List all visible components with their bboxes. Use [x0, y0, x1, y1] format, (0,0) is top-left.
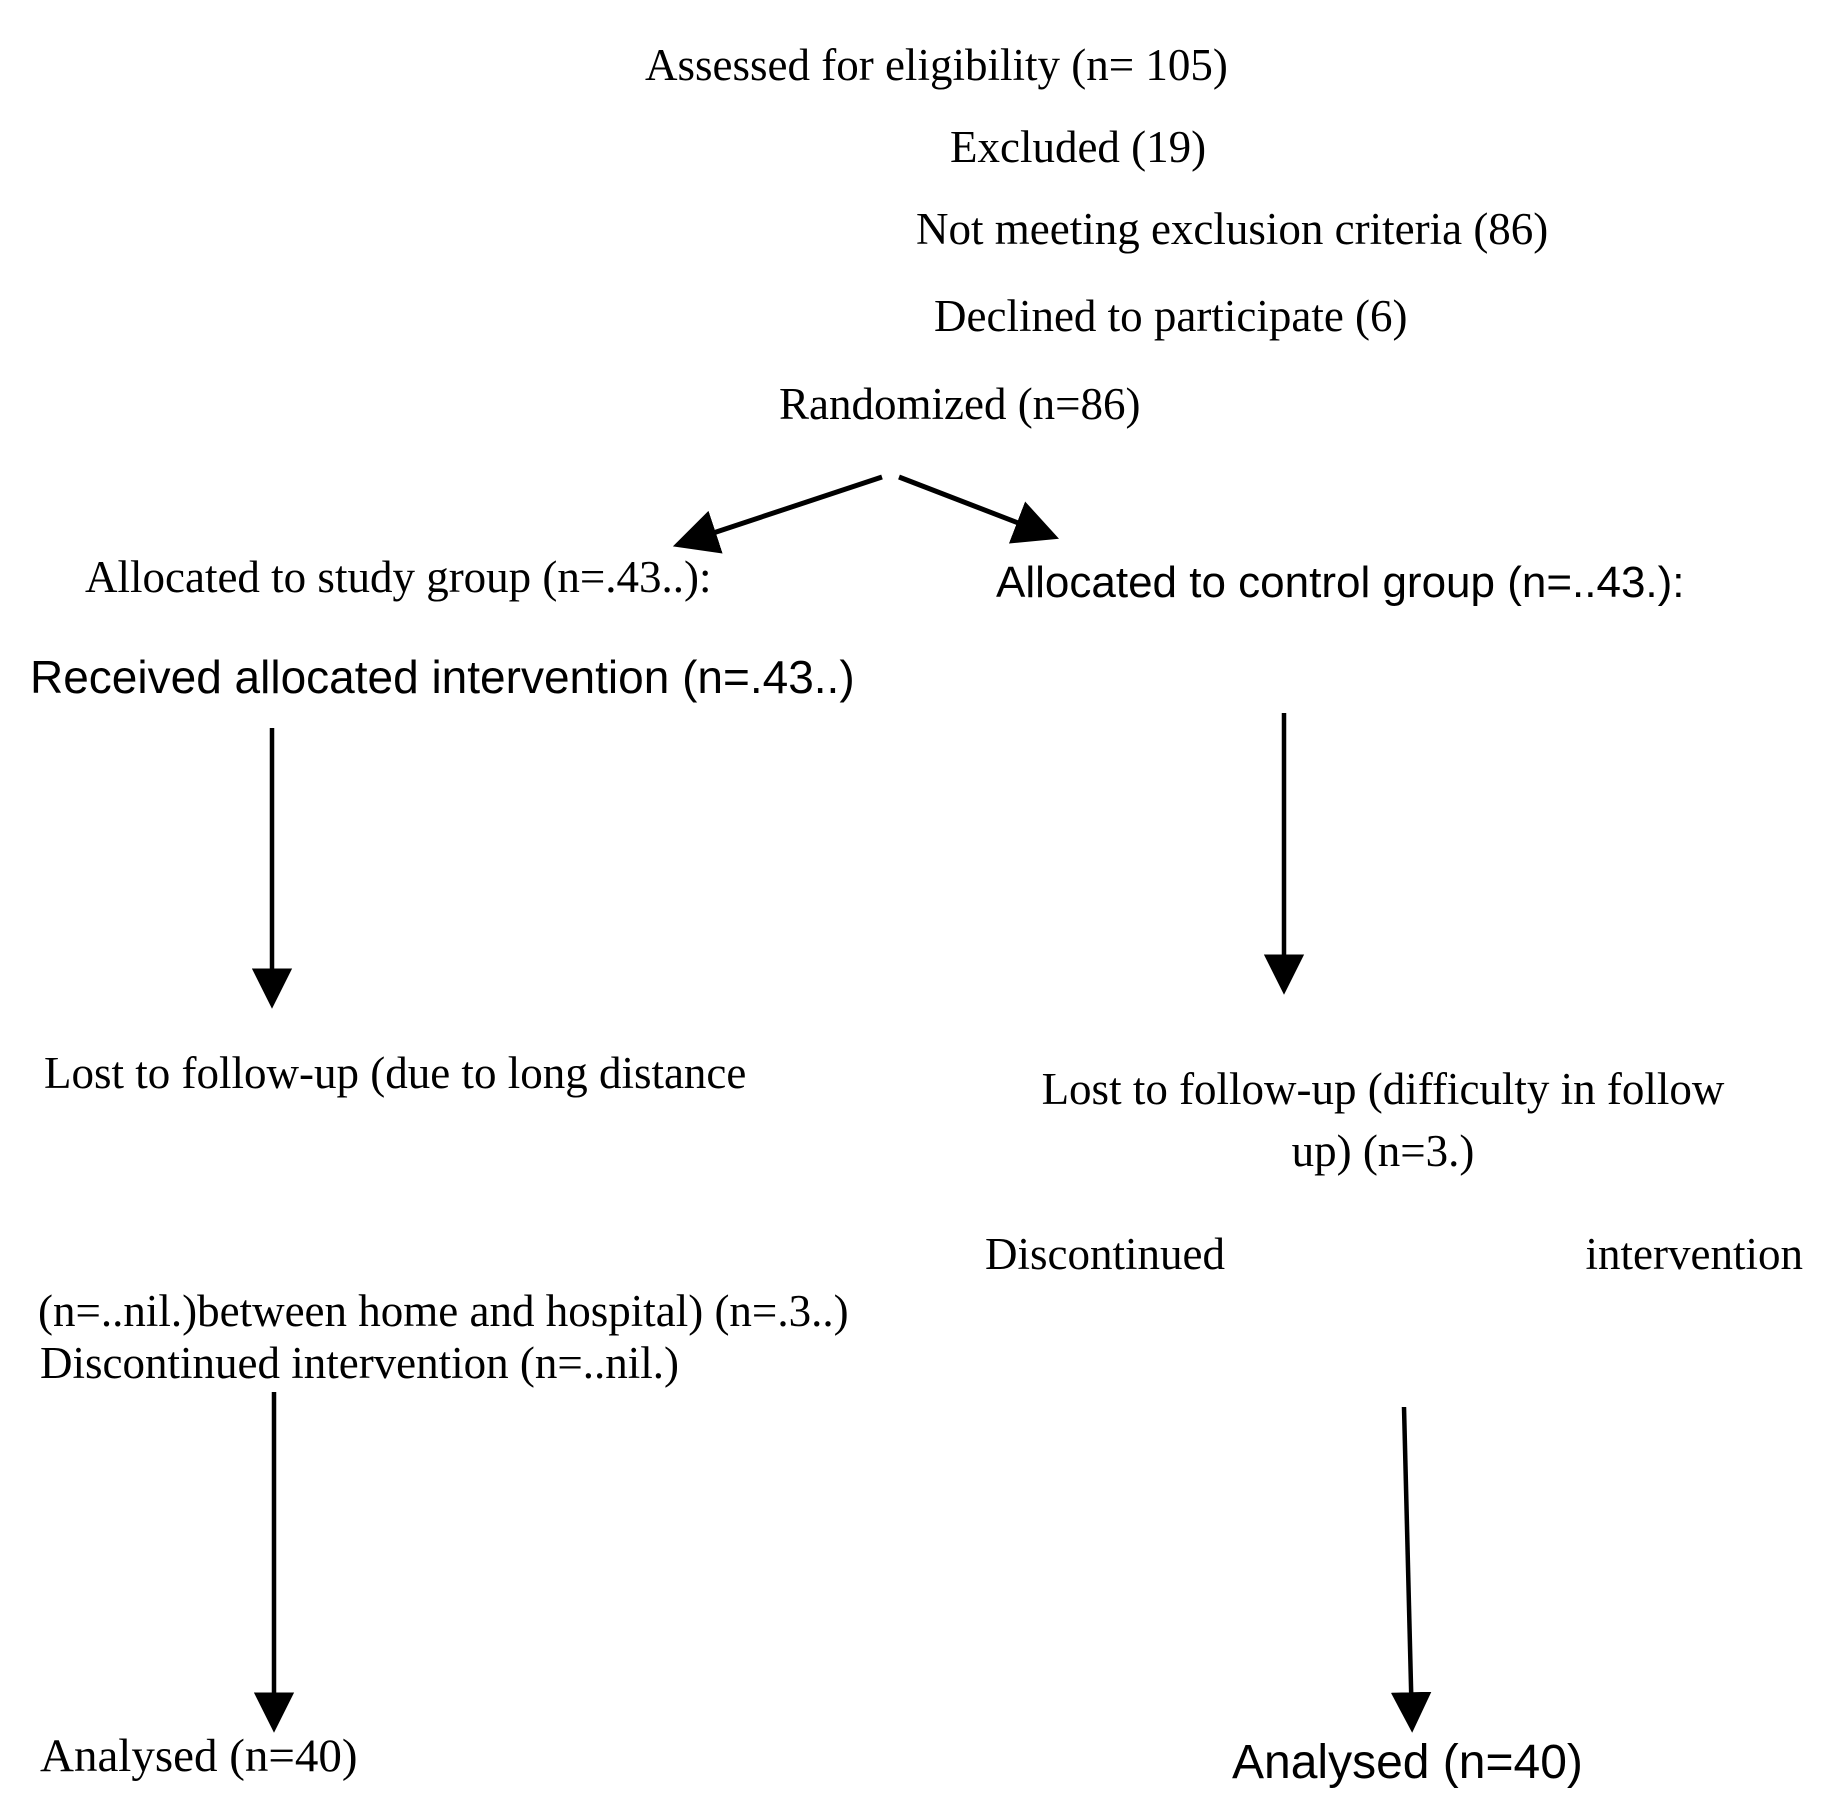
control-discontinued-label: Discontinued intervention [985, 1228, 1803, 1280]
assessed-eligibility-label: Assessed for eligibility (n= 105) [645, 40, 1228, 90]
received-intervention-label: Received allocated intervention (n=.43..… [30, 651, 855, 703]
control-lost-followup-line1: Lost to follow-up (difficulty in follow [1041, 1064, 1725, 1114]
study-lost-followup-label: Lost to follow-up (due to long distance [44, 1048, 747, 1098]
control-discontinued-word1: Discontinued [985, 1229, 1225, 1279]
study-discontinued-label: Discontinued intervention (n=..nil.) [40, 1338, 680, 1388]
excluded-label: Excluded (19) [950, 122, 1207, 172]
study-lost-followup-continuation-label: (n=..nil.)between home and hospital) (n=… [38, 1286, 849, 1336]
study-analysed-label: Analysed (n=40) [40, 1730, 358, 1782]
declined-participate-label: Declined to participate (6) [934, 291, 1408, 341]
allocated-control-group-label: Allocated to control group (n=..43.): [996, 558, 1685, 607]
control-analysed-label: Analysed (n=40) [1232, 1736, 1583, 1789]
control-lost-followup-label: Lost to follow-up (difficulty in follow … [1000, 1058, 1766, 1182]
control-analysis-arrow [1390, 1406, 1432, 1733]
randomized-to-study-arrow [672, 474, 883, 554]
control-lost-followup-line2: up) (n=3.) [1291, 1126, 1475, 1177]
allocated-study-group-label: Allocated to study group (n=.43..): [85, 552, 712, 602]
randomized-label: Randomized (n=86) [779, 379, 1141, 429]
not-meeting-criteria-label: Not meeting exclusion criteria (86) [916, 204, 1549, 254]
randomized-to-control-arrow [898, 474, 1059, 544]
control-discontinued-word2: intervention [1585, 1229, 1803, 1279]
